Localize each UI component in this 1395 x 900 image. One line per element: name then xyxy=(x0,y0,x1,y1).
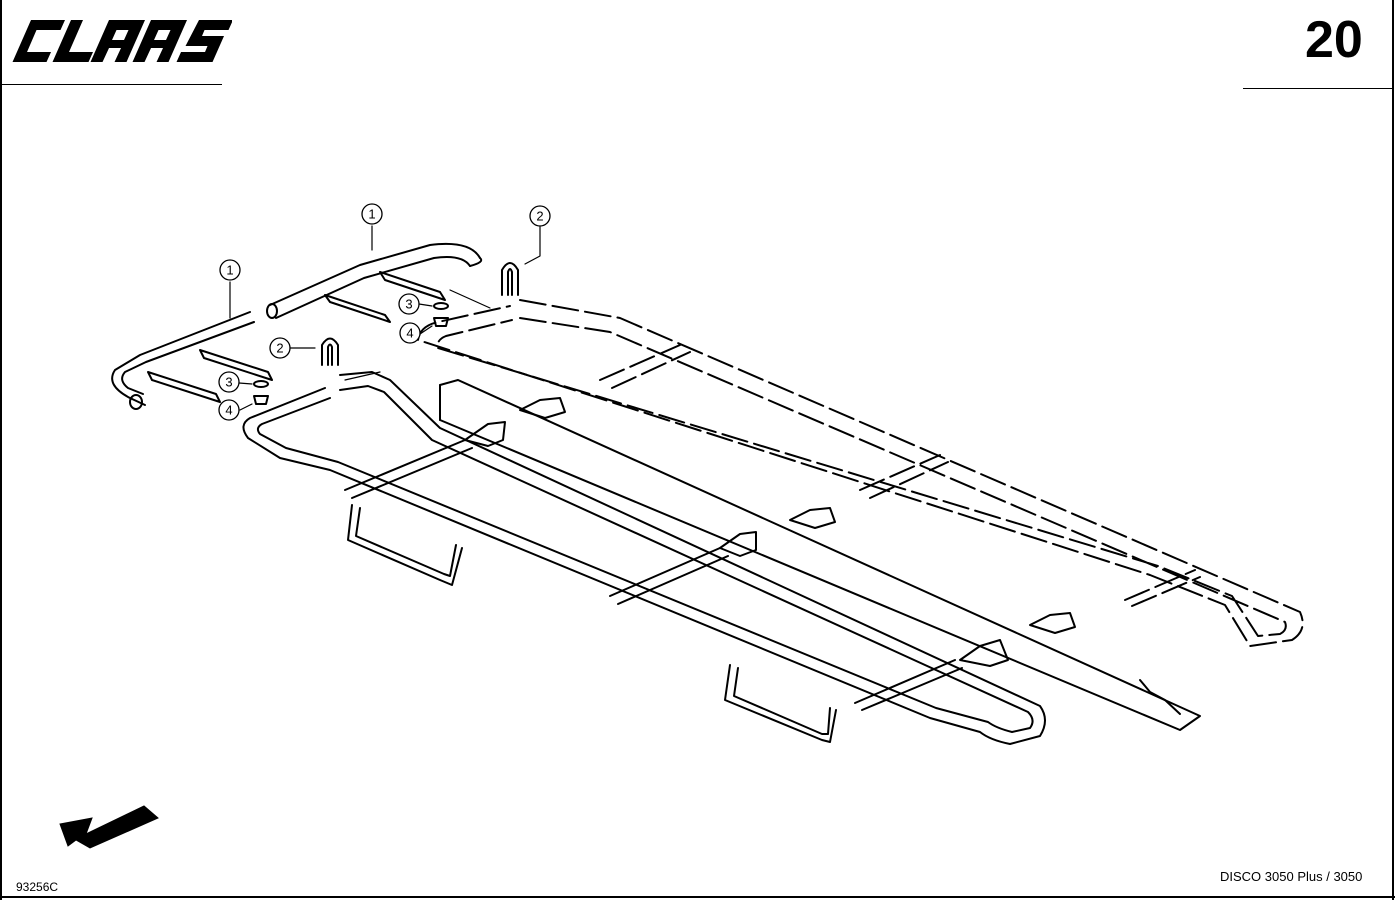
washer-lower xyxy=(253,380,269,388)
frame-right-border xyxy=(1392,0,1394,900)
callout-label: 2 xyxy=(536,209,543,224)
callout-3a-circle xyxy=(398,293,420,315)
nut-upper xyxy=(433,317,449,327)
guard-tube-lower xyxy=(111,311,255,410)
callout-label: 2 xyxy=(276,341,283,356)
drawing-reference: 93256C xyxy=(16,880,59,894)
u-bolt-lower xyxy=(321,337,339,366)
rear-frame xyxy=(417,299,1304,647)
callout-label: 3 xyxy=(225,375,232,390)
callout-label: 4 xyxy=(225,403,232,418)
callout-label: 3 xyxy=(405,297,412,312)
claas-logo xyxy=(12,20,232,62)
header-rule-right xyxy=(1243,88,1393,89)
arrow-down-left-icon xyxy=(59,805,159,849)
cutter-bar-beam xyxy=(439,379,1201,731)
callout-1b-circle xyxy=(219,259,241,281)
frame-left-border xyxy=(0,0,2,900)
frame-bottom-border xyxy=(0,896,1395,898)
u-bolt-upper xyxy=(501,262,519,296)
callout-label: 4 xyxy=(406,326,413,341)
callout-2a-circle xyxy=(529,205,551,227)
mounting-plate-lower xyxy=(147,349,273,403)
callout-2b-circle xyxy=(269,337,291,359)
page-number: 20 xyxy=(1305,11,1363,69)
callout-3b-circle xyxy=(218,371,240,393)
nut-lower xyxy=(253,395,269,405)
callout-label: 1 xyxy=(226,263,233,278)
callout-4b-circle xyxy=(218,399,240,421)
front-frame xyxy=(242,371,1046,745)
model-name: DISCO 3050 Plus / 3050 xyxy=(1220,869,1363,884)
callout-1a-circle xyxy=(361,203,383,225)
mounting-plate-upper xyxy=(324,271,446,323)
guard-tube-upper xyxy=(266,242,483,319)
callout-4a-circle xyxy=(399,322,421,344)
washer-upper xyxy=(433,302,449,310)
header-rule-left xyxy=(0,84,222,85)
callout-label: 1 xyxy=(368,207,375,222)
